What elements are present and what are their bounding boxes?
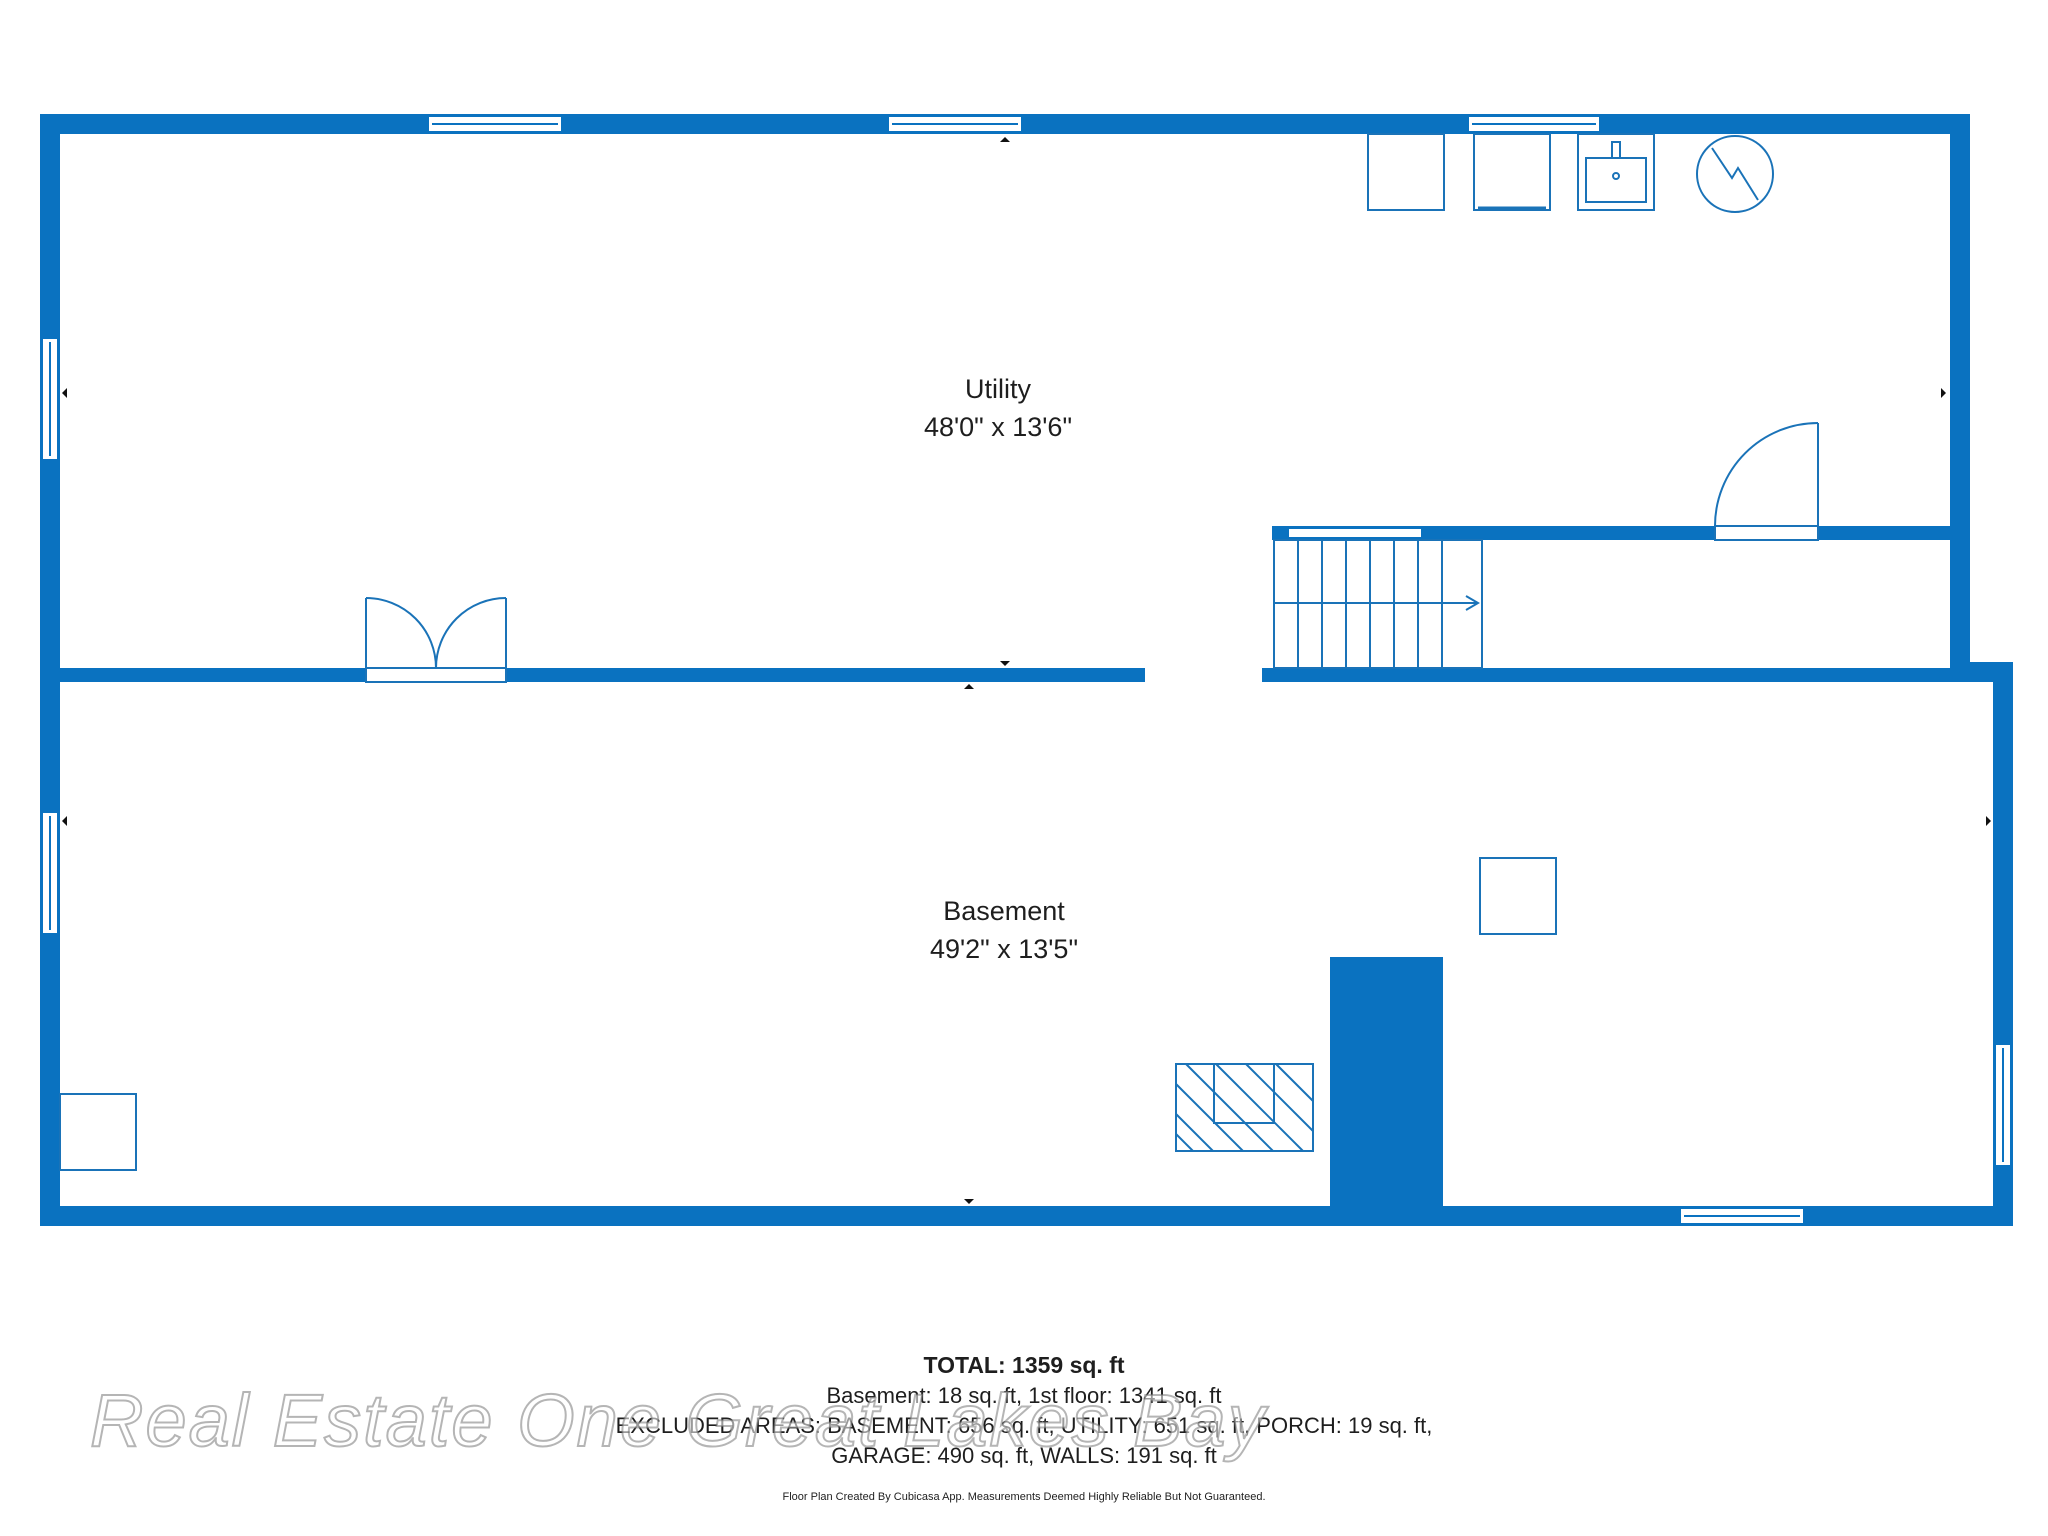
furnace-hatched <box>1175 1063 1314 1152</box>
dimension-markers <box>62 137 1991 1204</box>
appliance-box-basement <box>1479 857 1557 935</box>
total-area: TOTAL: 1359 sq. ft <box>923 1352 1125 1378</box>
water-heater <box>1696 135 1774 213</box>
utility-sink <box>1577 133 1655 211</box>
window-stair <box>1287 527 1423 539</box>
double-door-swing <box>365 597 507 669</box>
wall-stair-post <box>1272 526 1286 540</box>
doors <box>365 422 1819 683</box>
windows <box>41 115 2012 1225</box>
walls <box>40 114 2013 1226</box>
door-sill-stair <box>1714 525 1819 541</box>
openings <box>1145 668 1262 682</box>
basement-room-dimensions: 49'2" x 13'5" <box>930 934 1078 964</box>
stairs <box>1273 539 1483 669</box>
wall-right-upper <box>1950 114 1970 672</box>
utility-room-name: Utility <box>965 374 1031 404</box>
door-swing-stair <box>1714 422 1819 527</box>
chimney-block <box>1330 957 1443 1215</box>
wall-middle-right <box>1262 668 1970 682</box>
excluded-areas-continued: GARAGE: 490 sq. ft, WALLS: 191 sq. ft <box>831 1443 1217 1468</box>
excluded-areas: EXCLUDED AREAS: BASEMENT: 656 sq. ft, UT… <box>615 1413 1433 1438</box>
basement-room-name: Basement <box>943 896 1065 926</box>
appliance-box-2 <box>1473 133 1551 211</box>
appliance-box-1 <box>1367 133 1445 211</box>
appliance-box-corner <box>59 1093 137 1171</box>
area-breakdown: Basement: 18 sq. ft, 1st floor: 1341 sq.… <box>826 1383 1222 1408</box>
wall-middle-left <box>40 668 1145 682</box>
fixtures <box>59 133 1774 1171</box>
credit-note: Floor Plan Created By Cubicasa App. Meas… <box>782 1491 1266 1503</box>
wall-bottom <box>40 1206 2013 1226</box>
utility-room-dimensions: 48'0" x 13'6" <box>924 412 1072 442</box>
watermark: Real Estate One Great Lakes Bay <box>89 1378 1267 1463</box>
double-door-sill <box>365 667 507 683</box>
opening-middle <box>1145 668 1262 682</box>
